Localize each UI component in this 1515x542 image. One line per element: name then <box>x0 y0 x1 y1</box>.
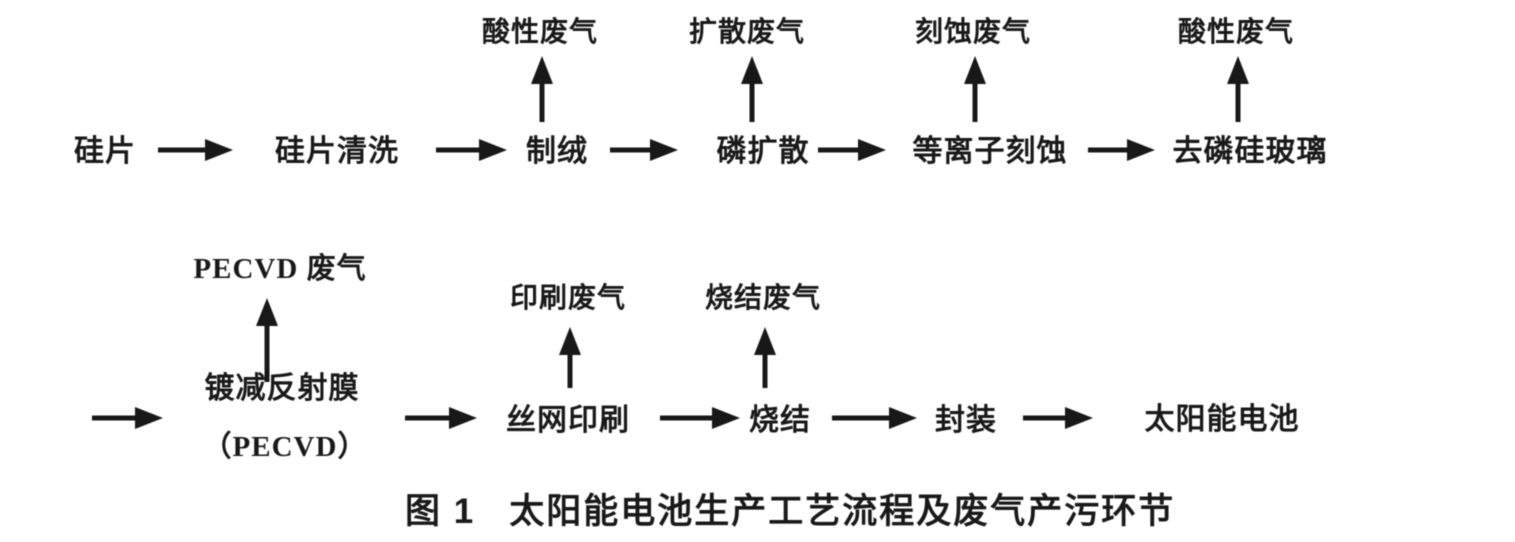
emission-label-diffusion-waste-gas: 扩散废气 <box>688 16 806 47</box>
flow-arrow-right-9 <box>1023 407 1093 429</box>
process-node-anti-reflective-coating: 镀减反射膜 <box>204 372 360 405</box>
emission-arrow-up-printing <box>559 327 581 388</box>
flow-arrow-right-8 <box>832 407 917 429</box>
process-node-anti-reflective-coating-pecvd: （PECVD） <box>202 431 368 463</box>
process-node-plasma-etching: 等离子刻蚀 <box>912 135 1068 168</box>
flow-arrow-right-3 <box>610 139 678 161</box>
process-node-wafer-cleaning: 硅片清洗 <box>275 135 399 168</box>
emission-label-acid-waste-gas-1: 酸性废气 <box>481 16 599 47</box>
figure-caption-title: 太阳能电池生产工艺流程及废气产污环节 <box>509 492 1176 531</box>
emission-arrow-up-pecvd <box>256 298 278 382</box>
emission-arrow-up-sintering <box>754 327 776 388</box>
emission-label-sintering-waste-gas: 烧结废气 <box>704 282 822 313</box>
emission-label-printing-waste-gas: 印刷废气 <box>509 282 627 313</box>
flow-arrow-right-row2-lead <box>92 407 163 429</box>
process-node-phosphorus-diffusion: 磷扩散 <box>716 135 810 168</box>
flow-arrow-right-7 <box>660 407 740 429</box>
emission-arrow-up-psg-removal <box>1227 56 1249 122</box>
emission-label-pecvd-waste-gas: PECVD 废气 <box>193 253 367 285</box>
process-node-packaging: 封装 <box>935 404 997 437</box>
flow-arrow-right-5 <box>1088 139 1155 161</box>
process-node-silicon-wafer: 硅片 <box>74 135 136 168</box>
process-node-sintering: 烧结 <box>749 404 811 437</box>
emission-arrow-up-diffusion <box>741 56 763 122</box>
flow-arrow-right-2 <box>436 139 507 161</box>
emission-label-acid-waste-gas-2: 酸性废气 <box>1177 16 1295 47</box>
emission-arrow-up-texturing <box>531 56 553 122</box>
emission-arrow-up-etching <box>964 56 986 122</box>
process-node-solar-cell: 太阳能电池 <box>1144 403 1300 436</box>
figure-caption-label: 图 1 <box>405 492 476 531</box>
process-node-screen-printing: 丝网印刷 <box>506 404 630 437</box>
flow-arrow-right-1 <box>158 139 233 161</box>
flow-arrow-right-6 <box>405 407 477 429</box>
emission-label-etching-waste-gas: 刻蚀废气 <box>914 16 1032 47</box>
figure-caption: 图 1 太阳能电池生产工艺流程及废气产污环节 <box>405 483 1175 534</box>
process-node-texturing: 制绒 <box>526 135 588 168</box>
flow-arrow-right-4 <box>818 139 886 161</box>
process-node-psg-removal: 去磷硅玻璃 <box>1172 135 1328 168</box>
